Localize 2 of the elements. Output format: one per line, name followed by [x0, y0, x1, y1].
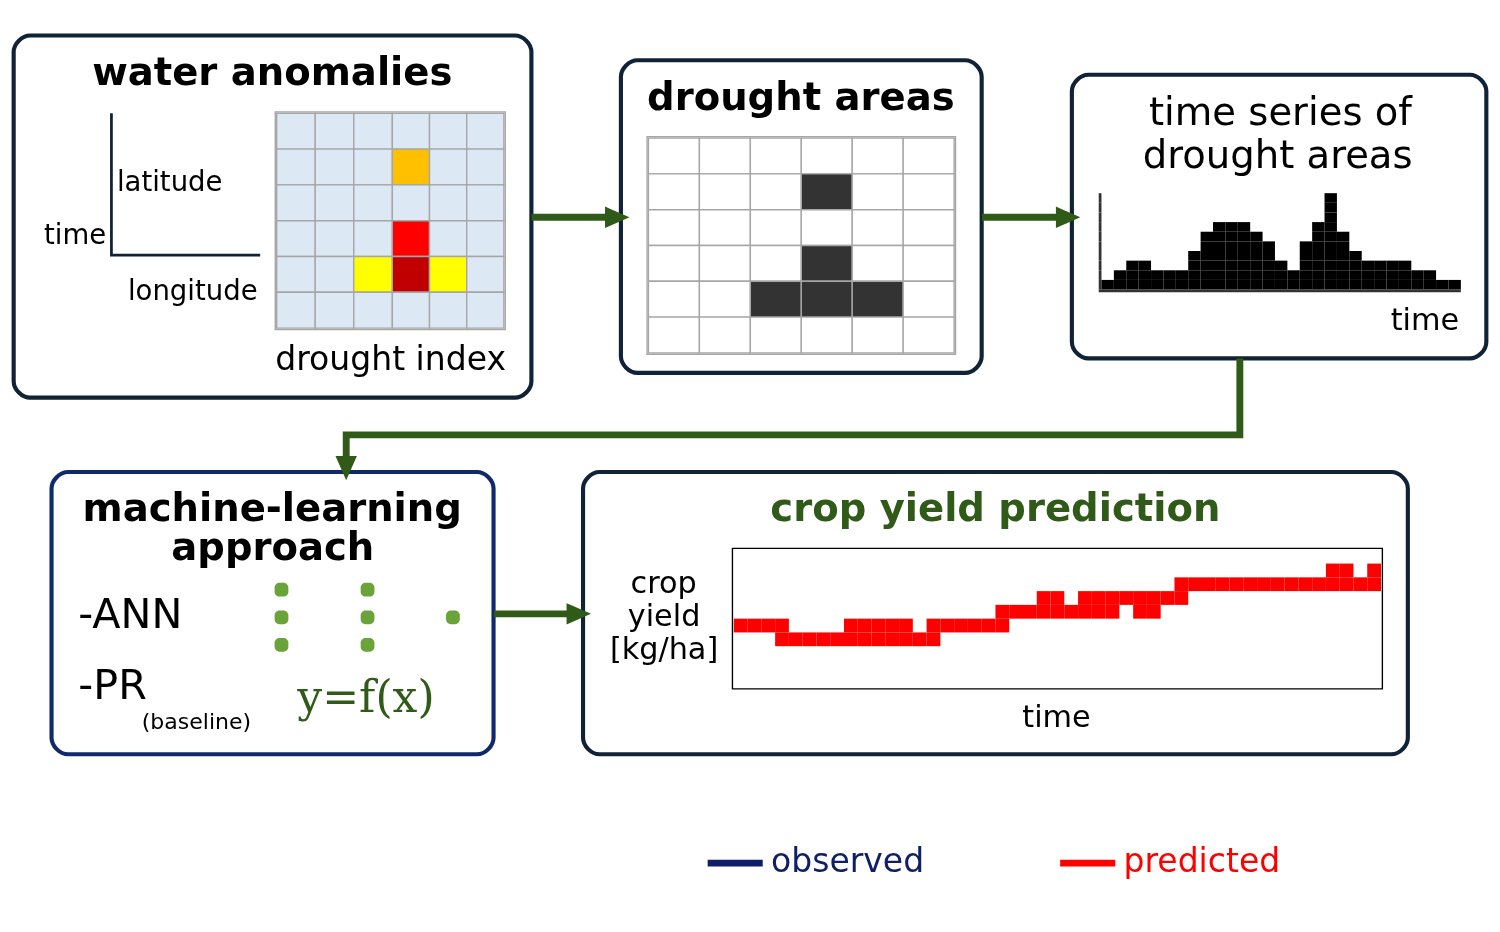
legend-label: observed — [771, 840, 925, 880]
legend-label: predicted — [1123, 840, 1281, 880]
